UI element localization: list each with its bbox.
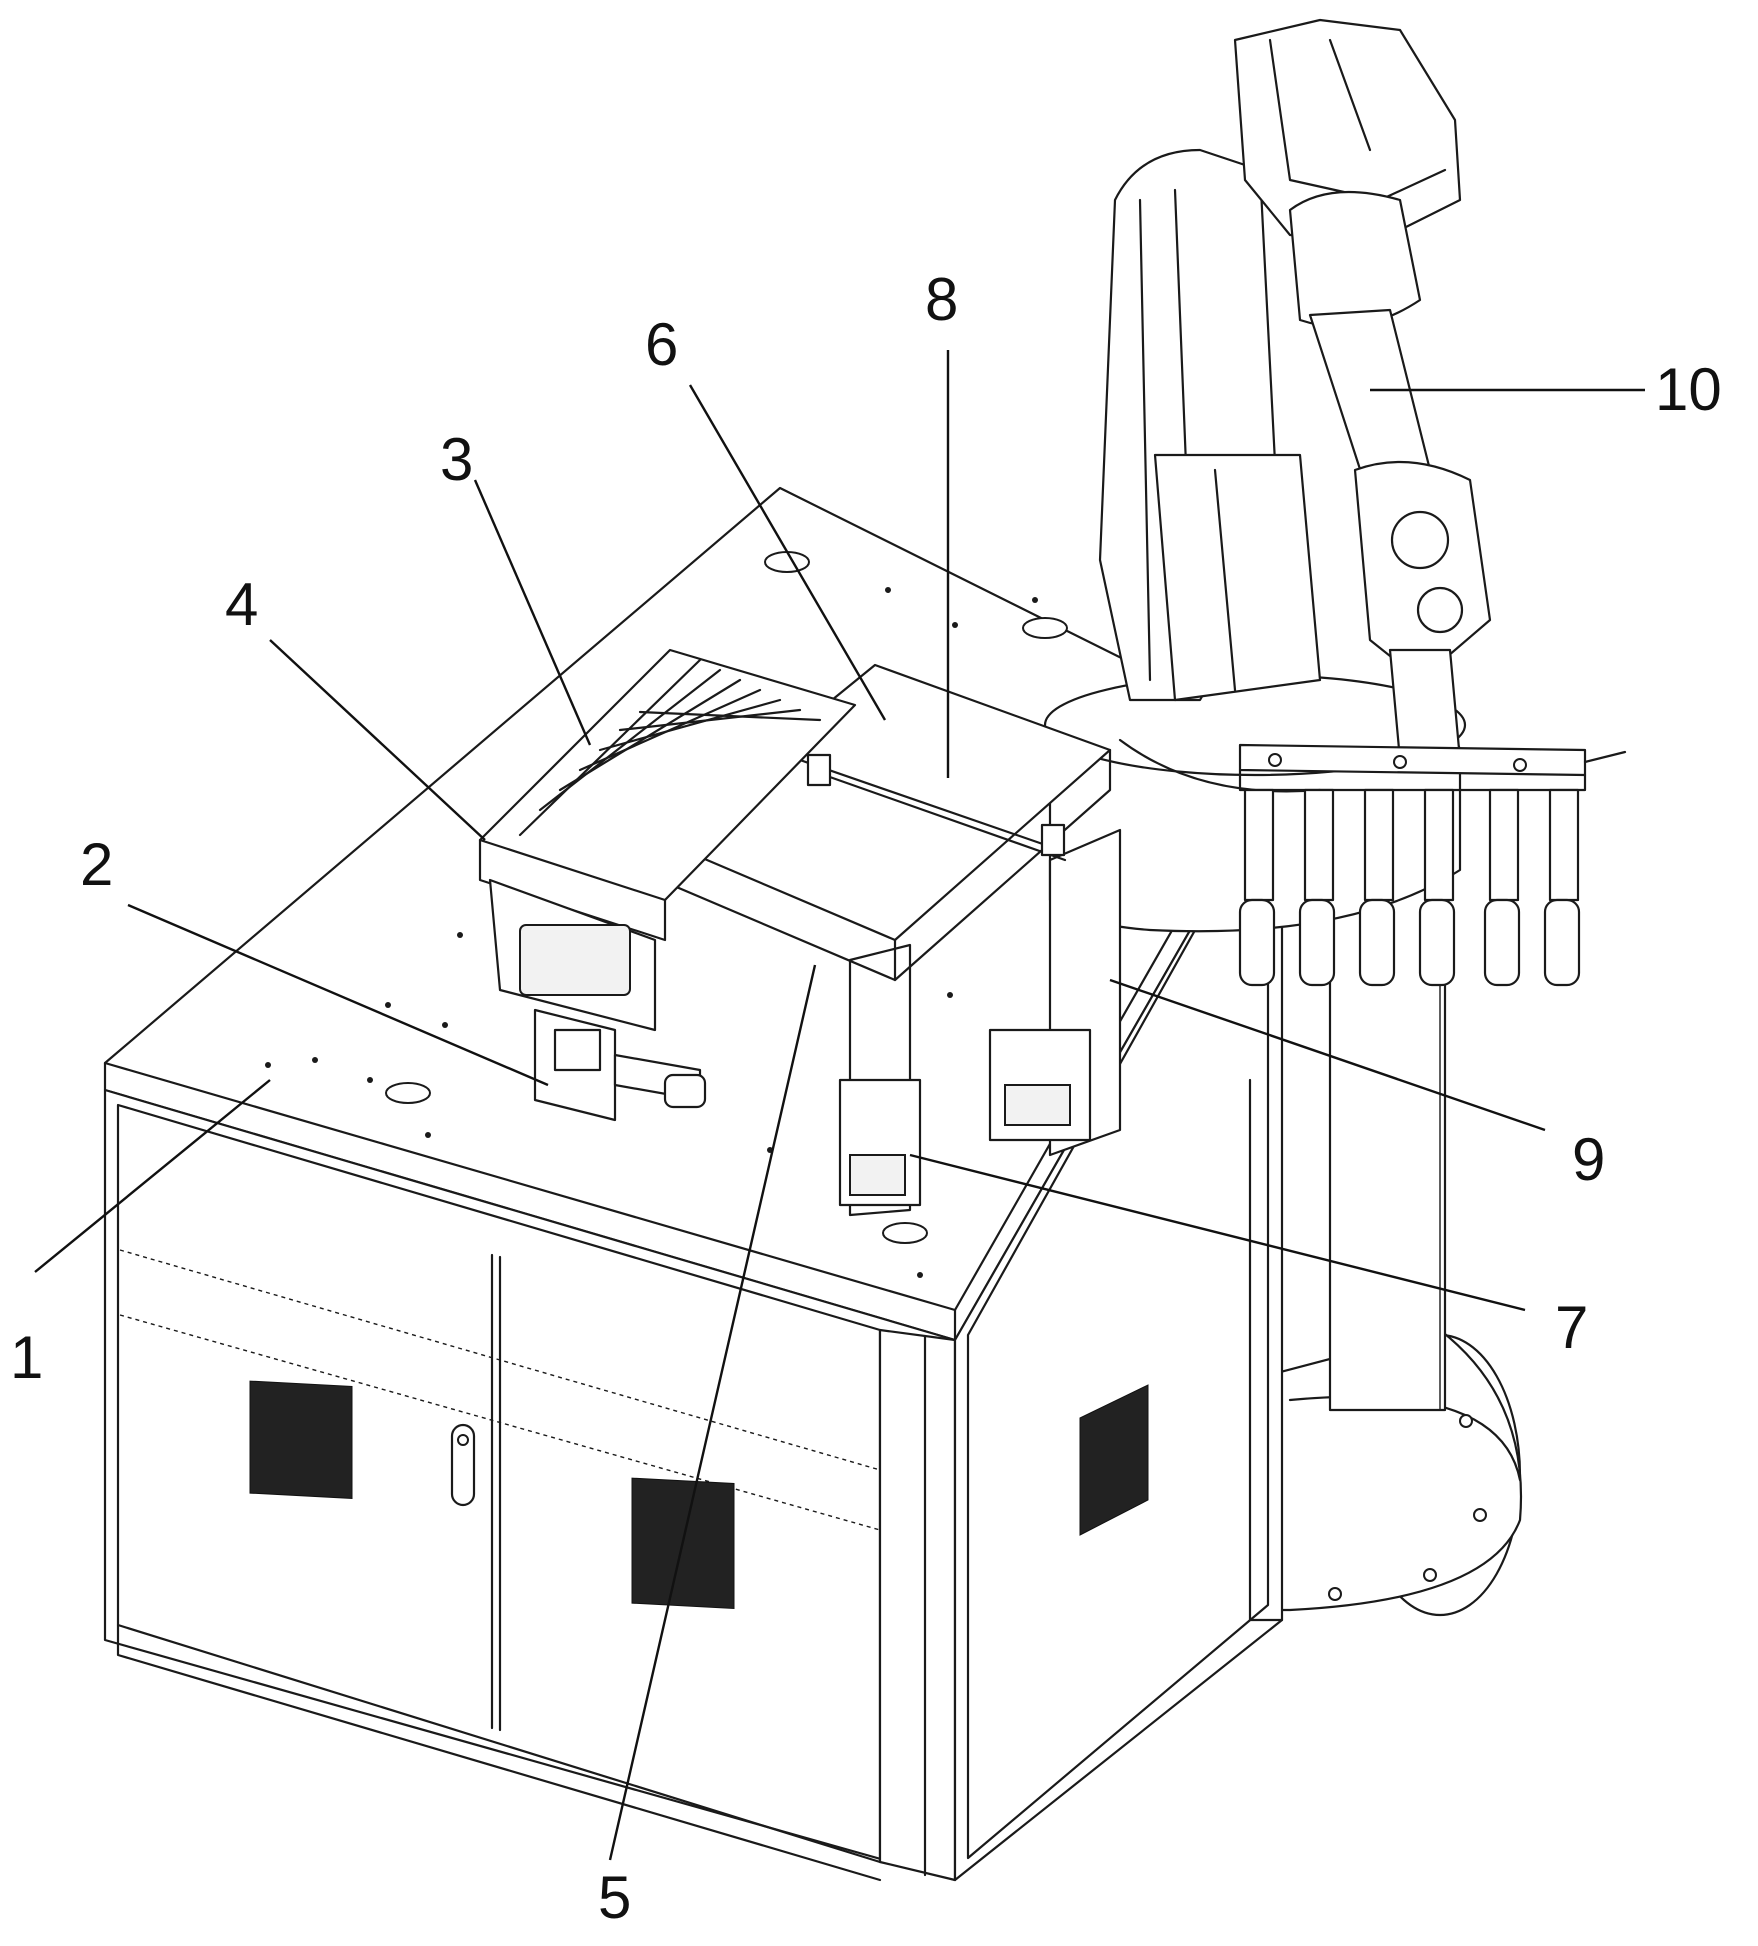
leader-6 — [688, 384, 887, 721]
sample-rack — [478, 648, 857, 902]
leader-7 — [909, 1153, 1526, 1312]
leader-5 — [608, 964, 817, 1861]
gripper-finger — [1298, 788, 1336, 987]
label-9: 9 — [1572, 1126, 1605, 1193]
robot-arm — [1098, 18, 1492, 762]
gripper-finger — [1483, 788, 1521, 987]
leader-2 — [127, 903, 549, 1087]
label-7: 7 — [1555, 1294, 1588, 1361]
label-1: 1 — [10, 1324, 43, 1391]
reference-labels: 1 2 3 4 5 6 7 8 9 10 — [10, 266, 1722, 1931]
leader-lines — [34, 350, 1645, 1861]
label-6: 6 — [645, 311, 678, 378]
label-4: 4 — [225, 571, 258, 638]
robot-base-plate — [1248, 778, 1523, 1617]
label-10: 10 — [1655, 356, 1722, 423]
cabinet — [103, 486, 1284, 1882]
label-2: 2 — [80, 831, 113, 898]
label-5: 5 — [598, 1864, 631, 1931]
leader-1 — [34, 1079, 271, 1273]
gripper-finger — [1238, 788, 1276, 987]
gripper-assembly — [1238, 743, 1627, 987]
leader-9 — [1109, 978, 1546, 1132]
gripper-finger — [1358, 788, 1396, 987]
gripper-finger — [1418, 788, 1456, 987]
leader-3 — [473, 479, 592, 746]
front-vent-left — [249, 1380, 353, 1499]
label-8: 8 — [925, 266, 958, 333]
side-vent — [1079, 1384, 1149, 1536]
leader-4 — [269, 639, 486, 841]
tray-module — [478, 648, 1122, 1217]
gripper-finger — [1543, 788, 1581, 987]
robot-head — [1233, 18, 1462, 242]
door-handle — [450, 1423, 476, 1507]
label-3: 3 — [440, 426, 473, 493]
